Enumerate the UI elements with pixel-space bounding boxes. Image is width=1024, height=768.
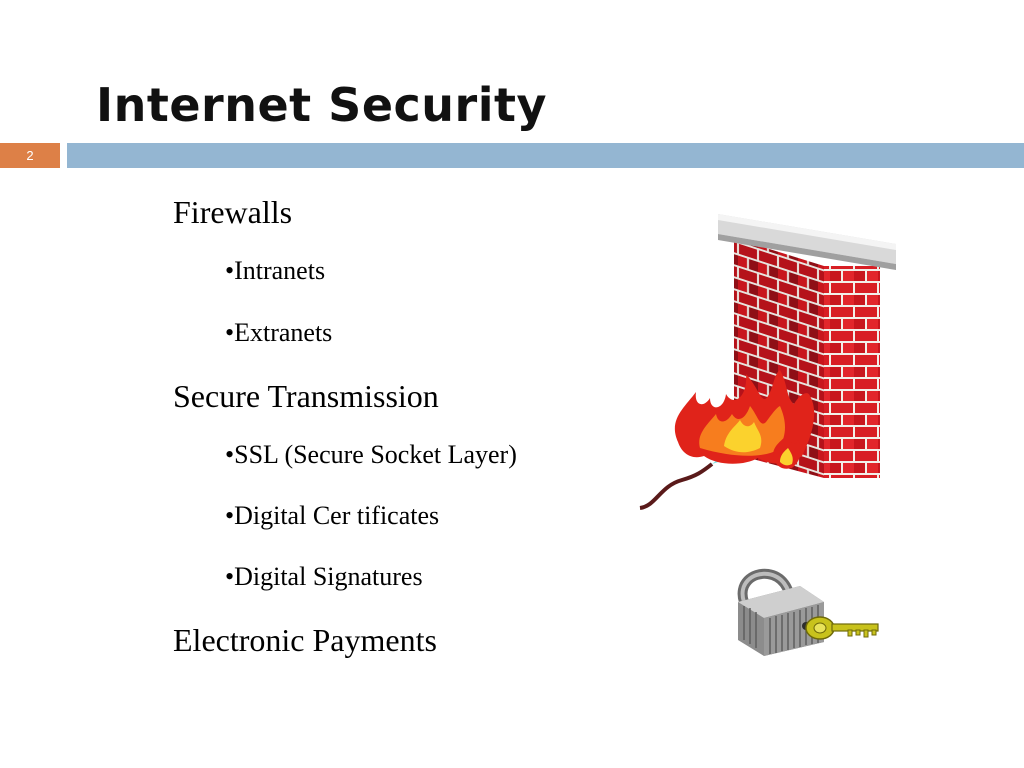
fire-icon [674,370,815,469]
slide-title: Internet Security [96,78,547,132]
key-icon [805,616,879,640]
slide-number-badge: 2 [0,143,60,168]
bullet-secure-transmission: Secure Transmission [173,378,439,414]
header-accent-bar [67,143,1024,168]
sub-bullet-intranets: •Intranets [225,256,326,285]
sub-bullet-digital-certificates: •Digital Cer tificates [225,501,440,530]
hose [639,462,714,510]
bullet-firewalls: Firewalls [173,194,293,230]
bullet-list: Firewalls •Intranets •Extranets Secure T… [173,190,633,662]
sub-bullet-extranets: •Extranets [225,318,333,347]
padlock-with-key-icon [737,568,879,656]
burning-brick-firewall-icon [639,214,896,510]
bullet-electronic-payments: Electronic Payments [173,622,437,658]
wall-front-face [824,266,880,478]
sub-bullet-digital-signatures: •Digital Signatures [225,562,423,591]
sub-bullet-ssl: •SSL (Secure Socket Layer) [225,440,517,469]
